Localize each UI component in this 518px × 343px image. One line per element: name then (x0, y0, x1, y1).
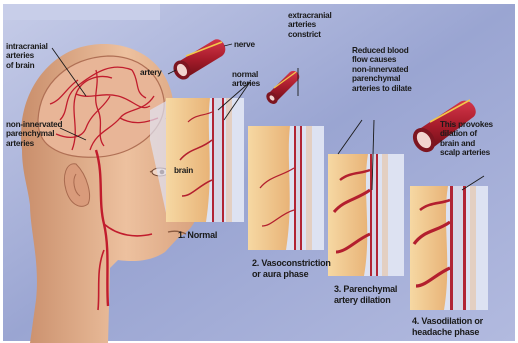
label-non-innervated-arteries: non-innervated parenchymal arteries (6, 120, 62, 148)
label-normal-arteries: normal arteries (232, 70, 260, 89)
stage-3-panel (328, 154, 404, 276)
label-brain: brain (174, 166, 193, 175)
stage-1-panel (166, 98, 244, 222)
label-provokes-dilation: This provokes dilation of brain and scal… (440, 120, 493, 158)
caption-stage-4: 4. Vasodilation or headache phase (412, 316, 483, 338)
label-reduced-blood-flow: Reduced blood flow causes non-innervated… (352, 46, 412, 93)
stage-4-panel (410, 186, 488, 310)
stage-2-panel (248, 126, 324, 250)
label-intracranial-arteries: intracranial arteries of brain (6, 42, 48, 70)
caption-stage-1: 1. Normal (178, 230, 217, 241)
label-extracranial-arteries: extracranial arteries constrict (288, 11, 332, 39)
caption-stage-2: 2. Vasoconstriction or aura phase (252, 258, 331, 280)
label-artery: artery (140, 68, 162, 77)
label-nerve: nerve (234, 40, 255, 49)
caption-stage-3: 3. Parenchymal artery dilation (334, 284, 397, 306)
